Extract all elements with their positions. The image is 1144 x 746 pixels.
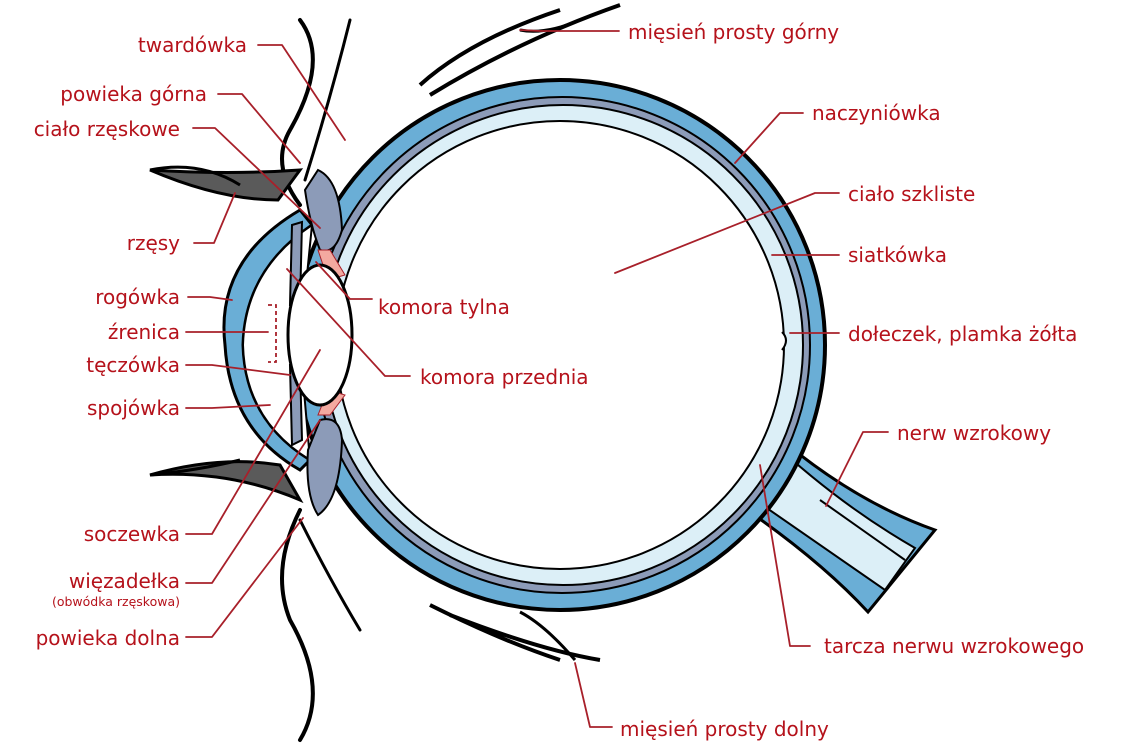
label-nerw: nerw wzrokowy <box>897 421 1051 445</box>
label-miesien-dolny: mięsień prosty dolny <box>620 717 829 741</box>
label-spojowka: spojówka <box>87 396 180 420</box>
label-wiezadelka: więzadełka <box>69 569 180 593</box>
inferior-rectus-muscle <box>429 603 601 662</box>
label-cialo-szkliste: ciało szkliste <box>848 182 975 206</box>
label-naczyniowka: naczyniówka <box>812 101 941 125</box>
label-zrenica: źrenica <box>108 320 180 344</box>
label-teczowka: tęczówka <box>86 353 180 377</box>
leader-lines <box>185 29 889 728</box>
pupil-bracket <box>268 304 277 363</box>
eyelashes-lower <box>149 458 241 477</box>
label-miesien-gorny: mięsień prosty górny <box>628 20 839 44</box>
label-powieka-dolna: powieka dolna <box>36 626 180 650</box>
lower-eyelid <box>149 460 304 504</box>
label-tarcza: tarcza nerwu wzrokowego <box>824 634 1084 658</box>
lens <box>286 263 354 407</box>
labels: twardówka powieka górna ciało rzęskowe r… <box>34 20 1084 741</box>
label-siatkowka: siatkówka <box>848 243 947 267</box>
label-wiezadelka-sub: (obwódka rzęskowa) <box>52 594 180 609</box>
label-rzesy: rzęsy <box>127 231 180 255</box>
label-powieka-gorna: powieka górna <box>60 82 207 106</box>
label-twardowka: twardówka <box>138 33 247 57</box>
label-rogowka: rogówka <box>95 285 180 309</box>
vitreous-body <box>335 120 785 570</box>
label-doleczek: dołeczek, plamka żółta <box>848 322 1077 346</box>
label-soczewka: soczewka <box>84 522 180 546</box>
eyeball <box>293 78 827 612</box>
ciliary-body-lower <box>306 418 344 517</box>
eyelashes-upper <box>149 165 241 187</box>
label-komora-tylna: komora tylna <box>378 295 510 319</box>
superior-rectus-muscle <box>418 3 621 97</box>
label-komora-przednia: komora przednia <box>420 365 589 389</box>
upper-eyelid <box>149 168 304 202</box>
label-cialo-rzeskowe: ciało rzęskowe <box>34 117 180 141</box>
